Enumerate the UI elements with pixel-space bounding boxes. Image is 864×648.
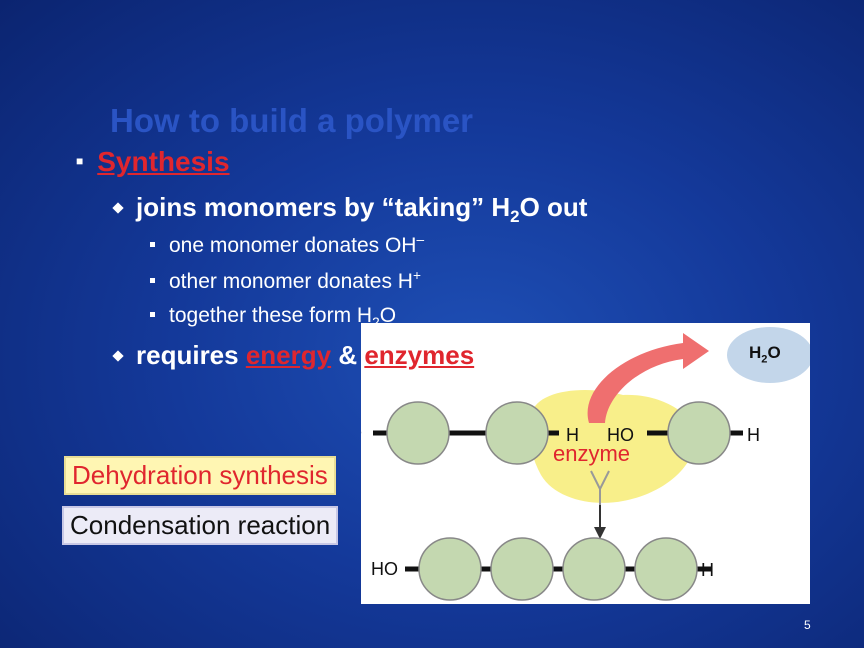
water-label: H2O [749, 343, 781, 365]
ho-top-left: HO [361, 423, 362, 444]
square-bullet-icon [150, 278, 155, 283]
bullet-text: joins monomers by “taking” H [136, 192, 510, 222]
sub-bullet-oh: one monomer donates OH– [150, 232, 424, 258]
bullet-text: requires [136, 340, 246, 370]
slide-title: How to build a polymer [110, 102, 473, 140]
monomer [563, 538, 625, 600]
ho-bottom-left: HO [371, 559, 398, 580]
ampersand: & [331, 340, 364, 370]
h-bottom-right: H [701, 560, 714, 581]
monomer [491, 538, 553, 600]
monomer [387, 402, 449, 464]
square-bullet-icon [150, 242, 155, 247]
sub-bullet-text: one monomer donates OH [169, 234, 416, 257]
square-bullet-icon [150, 312, 155, 317]
dehydration-label: Dehydration synthesis [64, 456, 336, 495]
page-number: 5 [804, 618, 811, 632]
bullet-text-end: O out [520, 192, 588, 222]
heading-synthesis: ■ Synthesis [76, 146, 230, 178]
monomer [668, 402, 730, 464]
water-h: H [749, 343, 761, 362]
monomer [419, 538, 481, 600]
water-o: O [767, 343, 780, 362]
enzyme-label: enzyme [553, 441, 630, 467]
square-bullet-icon: ■ [76, 154, 83, 168]
sub-bullet-text: other monomer donates H [169, 270, 413, 293]
bullet-requires: requires energy & enzymes [114, 340, 474, 371]
subscript: 2 [510, 207, 519, 226]
bullet-joins: joins monomers by “taking” H2O out [114, 192, 587, 227]
sub-bullet-h2o: together these form H2O [150, 304, 396, 330]
monomer [486, 402, 548, 464]
energy-link: energy [246, 340, 331, 370]
heading-text: Synthesis [97, 146, 229, 177]
enzymes-link: enzymes [364, 340, 474, 370]
diamond-bullet-icon [112, 350, 123, 361]
superscript: – [416, 232, 424, 247]
condensation-label: Condensation reaction [62, 506, 338, 545]
monomer [635, 538, 697, 600]
sub-bullet-text: together these form H [169, 304, 372, 327]
sub-bullet-h: other monomer donates H+ [150, 268, 421, 294]
h-top-right: H [747, 425, 760, 446]
superscript: + [413, 268, 421, 283]
diamond-bullet-icon [112, 202, 123, 213]
